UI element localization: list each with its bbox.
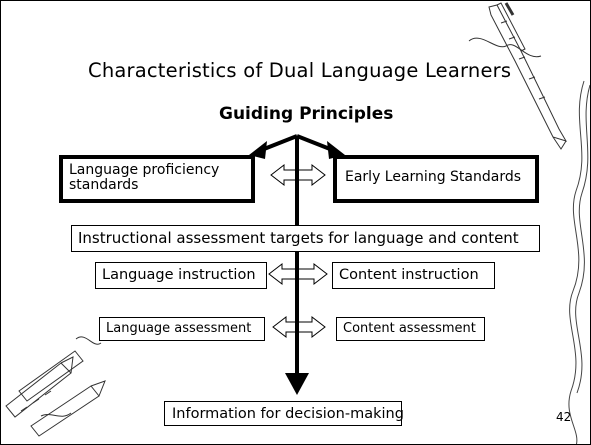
page-number: 42 bbox=[556, 410, 572, 424]
language-proficiency-box: Language proficiency standards bbox=[59, 155, 255, 203]
decision-making-label: Information for decision-making bbox=[172, 406, 404, 422]
content-instruction-label: Content instruction bbox=[339, 267, 479, 283]
language-proficiency-label: Language proficiency standards bbox=[69, 162, 220, 193]
curled-ribbon-icon bbox=[568, 80, 585, 444]
pencil-clipart-icon bbox=[468, 2, 568, 150]
language-instruction-box: Language instruction bbox=[95, 262, 267, 289]
slide-title: Characteristics of Dual Language Learner… bbox=[88, 59, 512, 82]
content-instruction-box: Content instruction bbox=[332, 262, 495, 289]
early-learning-box: Early Learning Standards bbox=[333, 155, 539, 203]
content-assessment-label: Content assessment bbox=[343, 321, 476, 336]
instructional-targets-label: Instructional assessment targets for lan… bbox=[78, 229, 519, 247]
language-assessment-box: Language assessment bbox=[99, 317, 265, 341]
language-instruction-label: Language instruction bbox=[102, 267, 256, 283]
content-assessment-box: Content assessment bbox=[336, 317, 485, 341]
language-assessment-label: Language assessment bbox=[106, 321, 252, 336]
decision-making-box: Information for decision-making bbox=[164, 401, 404, 426]
instructional-targets-box: Instructional assessment targets for lan… bbox=[71, 225, 540, 252]
crayons-clipart-icon bbox=[5, 336, 106, 437]
guiding-principles-heading: Guiding Principles bbox=[219, 104, 394, 124]
early-learning-label: Early Learning Standards bbox=[345, 169, 522, 185]
vertical-arrow-head bbox=[285, 373, 309, 395]
